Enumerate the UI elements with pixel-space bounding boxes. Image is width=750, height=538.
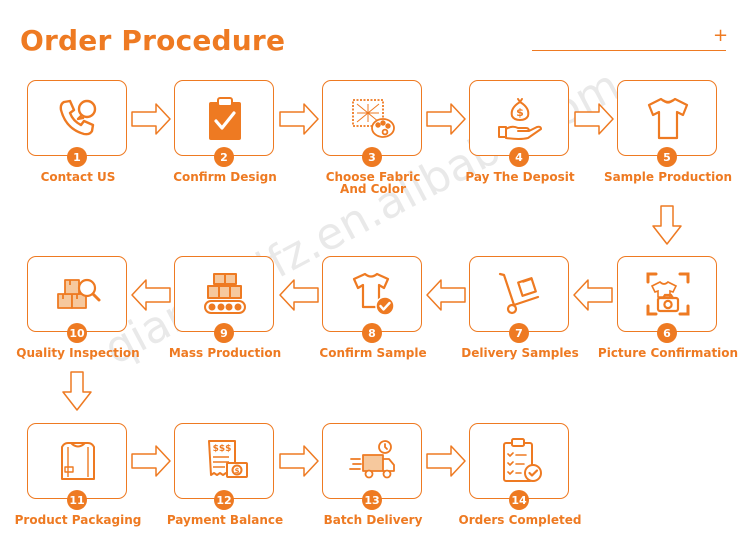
step-confirm-sample: 8 Confirm Sample xyxy=(319,256,427,359)
arrow-down-icon xyxy=(652,205,682,245)
step-number: 14 xyxy=(509,490,529,510)
step-choose-fabric: 3 Choose Fabric And Color xyxy=(322,80,422,195)
bill-cash-icon: $$$ $ xyxy=(208,440,248,478)
step-label: Mass Production xyxy=(168,346,282,360)
arrow-left-icon xyxy=(131,279,171,311)
step-label: Contact US xyxy=(40,170,116,184)
step-number: 3 xyxy=(362,147,382,167)
phone-chat-icon xyxy=(59,99,97,136)
step-mass-production: 9 Mass Production xyxy=(169,256,281,359)
step-label: Batch Delivery xyxy=(323,513,423,527)
arrow-right-icon xyxy=(426,445,466,477)
tshirt-icon xyxy=(647,97,689,140)
step-picture-confirmation: 6 Picture Confirmation xyxy=(598,256,738,359)
arrow-right-icon xyxy=(426,103,466,135)
clipboard-check-icon xyxy=(209,97,241,140)
arrow-left-icon xyxy=(426,279,466,311)
step-label: Payment Balance xyxy=(166,513,284,527)
step-label: Product Packaging xyxy=(14,513,142,527)
step-number: 12 xyxy=(214,490,234,510)
step-label: Pay The Deposit xyxy=(465,170,575,184)
step-delivery-samples: 7 Delivery Samples xyxy=(461,256,579,359)
arrow-right-icon xyxy=(279,445,319,477)
step-number: 9 xyxy=(214,323,234,343)
arrow-right-icon xyxy=(131,103,171,135)
svg-text:$$$: $$$ xyxy=(213,444,232,454)
step-label: Delivery Samples xyxy=(461,346,579,360)
arrow-left-icon xyxy=(279,279,319,311)
step-label: Picture Confirmation xyxy=(597,346,739,360)
step-payment-balance: $$$ $ 12 Payment Balance xyxy=(167,423,283,526)
step-label: Orders Completed xyxy=(458,513,582,527)
arrow-right-icon xyxy=(131,445,171,477)
step-product-packaging: 11 Product Packaging xyxy=(15,423,141,526)
step-label: Confirm Sample xyxy=(319,346,427,360)
step-number: 8 xyxy=(362,323,382,343)
hand-truck-icon xyxy=(498,272,540,315)
camera-frame-icon xyxy=(646,272,690,316)
step-quality-inspection: 10 Quality Inspection xyxy=(16,256,140,359)
step-number: 4 xyxy=(509,147,529,167)
step-number: 13 xyxy=(362,490,382,510)
step-number: 2 xyxy=(214,147,234,167)
step-label: Choose Fabric And Color xyxy=(325,170,421,196)
checklist-icon xyxy=(503,438,542,482)
svg-text:$: $ xyxy=(235,467,240,475)
step-number: 7 xyxy=(509,323,529,343)
step-sample-production: 5 Sample Production xyxy=(604,80,732,183)
boxes-magnifier-icon xyxy=(57,278,101,309)
step-number: 1 xyxy=(67,147,87,167)
step-label: Confirm Design xyxy=(173,170,277,184)
svg-text:$: $ xyxy=(516,106,524,119)
tshirt-check-icon xyxy=(352,272,395,316)
step-confirm-design: 2 Confirm Design xyxy=(173,80,277,183)
fabric-palette-icon xyxy=(352,99,395,138)
conveyor-boxes-icon xyxy=(204,273,246,314)
step-label: Sample Production xyxy=(603,170,733,184)
folded-shirt-icon xyxy=(61,442,95,480)
fast-truck-icon xyxy=(349,440,395,479)
step-number: 10 xyxy=(67,323,87,343)
page-title: Order Procedure xyxy=(20,24,286,57)
step-orders-completed: 14 Orders Completed xyxy=(459,423,581,526)
step-number: 6 xyxy=(657,323,677,343)
arrow-left-icon xyxy=(573,279,613,311)
plus-icon: + xyxy=(713,25,729,46)
step-label: Quality Inspection xyxy=(16,346,140,360)
arrow-down-icon xyxy=(62,371,92,411)
step-pay-deposit: $ 4 Pay The Deposit xyxy=(465,80,575,183)
step-number: 5 xyxy=(657,147,677,167)
arrow-right-icon xyxy=(279,103,319,135)
arrow-right-icon xyxy=(574,103,614,135)
title-underline xyxy=(532,50,726,51)
money-hand-icon: $ xyxy=(498,98,542,140)
step-batch-delivery: 13 Batch Delivery xyxy=(322,423,422,526)
step-number: 11 xyxy=(67,490,87,510)
step-contact-us: 1 Contact US xyxy=(27,80,127,183)
